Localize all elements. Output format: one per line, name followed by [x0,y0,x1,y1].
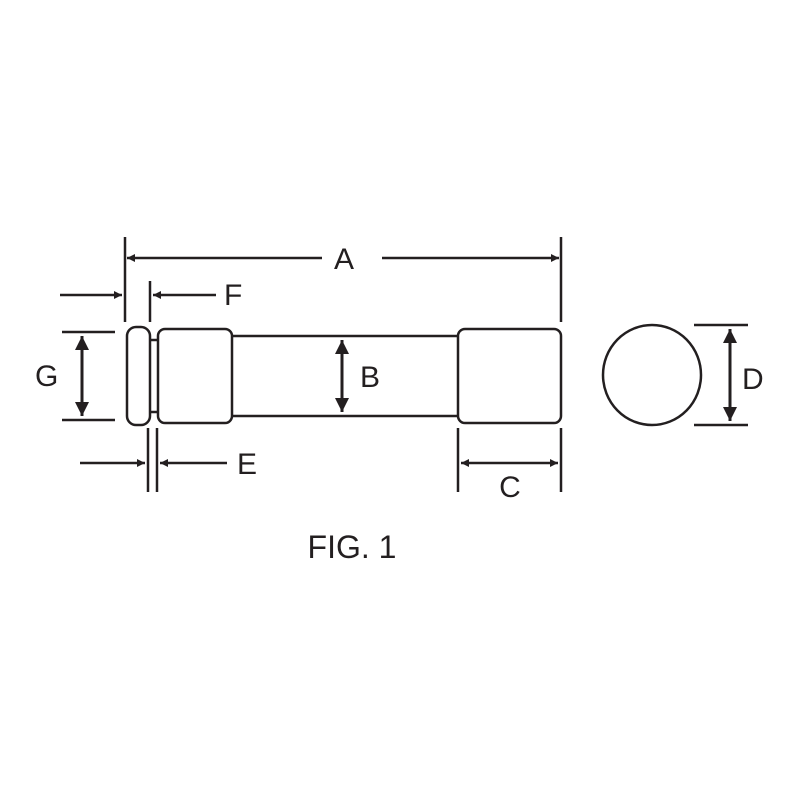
figure-caption: FIG. 1 [308,529,397,565]
label-f: F [224,279,242,312]
label-g: G [35,360,58,393]
left-end-cap [156,327,234,425]
label-e: E [237,448,257,481]
label-d: D [742,363,764,396]
label-c: C [499,471,521,504]
label-a: A [334,243,354,276]
right-end-cap [456,327,563,425]
label-b: B [360,361,380,394]
end-cap-rim [125,325,152,427]
end-view-circle [601,323,703,427]
